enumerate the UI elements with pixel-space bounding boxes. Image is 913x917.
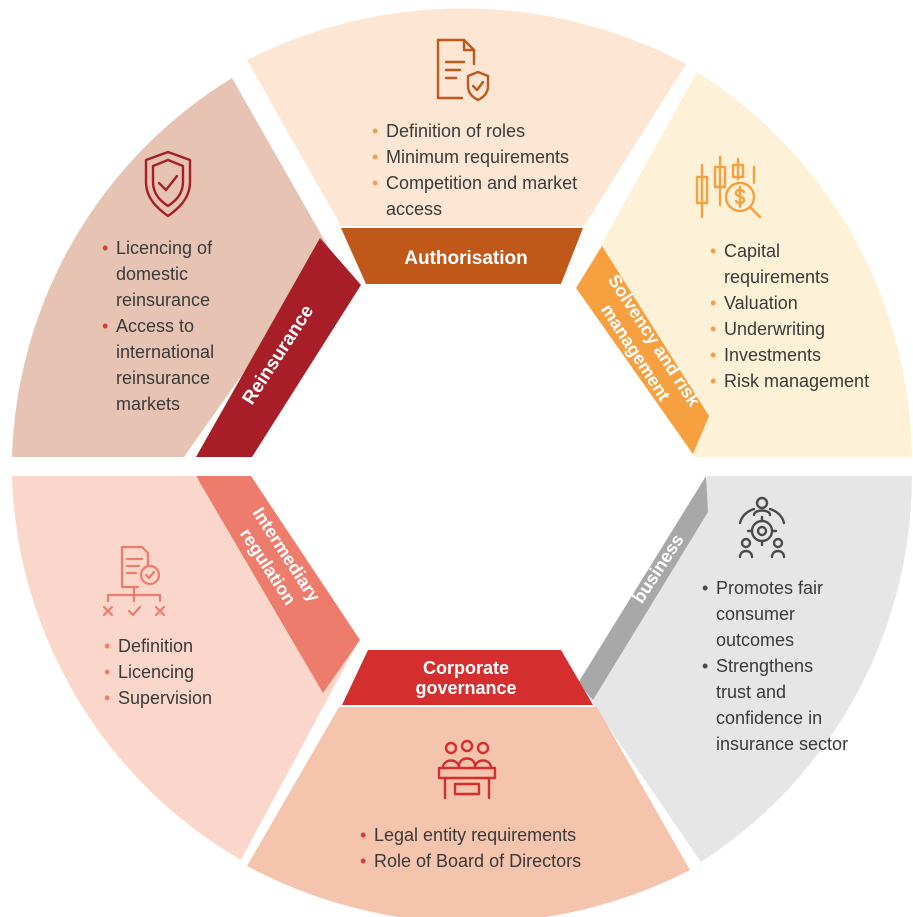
list-item: Risk management [710,368,888,394]
list-item: Competition and market access [372,170,604,222]
list-item: Licencing of domestic reinsurance [102,235,232,313]
list-governance: Legal entity requirements Role of Board … [360,822,610,874]
list-item: Definition of roles [372,118,604,144]
band-governance [342,650,593,705]
band-authorisation [341,228,583,284]
candlestick-magnifier-icon [695,155,762,219]
list-item: Role of Board of Directors [360,848,610,874]
list-item: Promotes fair consumer outcomes [702,575,852,653]
list-item: Minimum requirements [372,144,604,170]
list-reinsurance: Licencing of domestic reinsurance Access… [102,235,232,417]
people-gear-icon [738,496,786,559]
list-item: Underwriting [710,316,888,342]
band-conduct [578,476,708,700]
list-item: Access to international reinsurance mark… [102,313,232,417]
list-item: Definition [104,633,244,659]
list-item: Strengthens trust and confidence in insu… [702,653,852,757]
shield-check-icon [144,150,192,218]
list-item: Capital requirements [710,238,888,290]
band-solvency [576,246,709,454]
label-authorisation: Authorisation [404,248,528,269]
board-meeting-icon [437,739,497,800]
band-reinsurance [196,238,361,457]
list-conduct: Promotes fair consumer outcomes Strength… [702,575,852,757]
list-item: Licencing [104,659,244,685]
list-item: Investments [710,342,888,368]
label-governance: Corporate governance [415,658,516,698]
label-governance-line1: Corporate [423,658,509,678]
list-item: Supervision [104,685,244,711]
list-authorisation: Definition of roles Minimum requirements… [372,118,604,222]
list-item: Valuation [710,290,888,316]
list-intermediary: Definition Licencing Supervision [104,633,244,711]
document-checklist-icon [102,545,166,617]
document-shield-icon [436,38,490,102]
list-item: Legal entity requirements [360,822,610,848]
label-governance-line2: governance [415,678,516,698]
band-intermediary [196,476,360,693]
list-solvency: Capital requirements Valuation Underwrit… [710,238,888,394]
